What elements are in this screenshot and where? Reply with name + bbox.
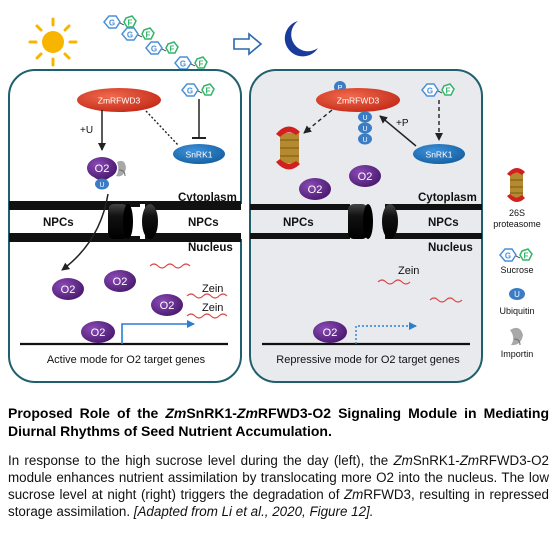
- mode-label: Active mode for O2 target genes: [47, 354, 206, 366]
- sucrose-icon: [499, 248, 533, 262]
- nuclear-membrane: [250, 204, 482, 239]
- ubiquitin-chain: U U U: [358, 111, 372, 145]
- degradation-arrow: [303, 109, 333, 134]
- weak-transcription-arrow: [355, 322, 417, 344]
- svg-text:ZmRFWD3: ZmRFWD3: [337, 96, 380, 106]
- legend-sucrose-label: Sucrose: [500, 265, 533, 275]
- svg-text:U: U: [362, 115, 367, 122]
- figure-caption-body: In response to the high sucrose level du…: [8, 453, 549, 519]
- sucrose-icon: [103, 15, 137, 29]
- svg-text:U: U: [362, 137, 367, 144]
- nuclear-pore: [108, 204, 133, 239]
- proteasome-icon: [276, 126, 300, 170]
- nucleus-label: Nucleus: [428, 242, 473, 254]
- o2-protein: O2: [81, 321, 115, 343]
- zein-label: Zein: [398, 265, 419, 277]
- svg-text:O2: O2: [323, 327, 338, 339]
- phosphorylation-label: +P: [396, 118, 409, 129]
- o2-protein: O2: [349, 165, 381, 187]
- figure-caption-title: Proposed Role of the ZmSnRK1-ZmRFWD3-O2 …: [8, 405, 549, 439]
- sun-icon: [28, 17, 78, 67]
- nuclear-pore: [382, 204, 398, 239]
- zmrfwd3-protein: ZmRFWD3: [316, 88, 400, 112]
- mrna-strand: [377, 279, 411, 285]
- snrk1-protein: SnRK1: [413, 144, 465, 164]
- legend-ubiquitin-label: Ubiquitin: [499, 306, 534, 316]
- svg-text:SnRK1: SnRK1: [426, 150, 453, 160]
- svg-text:P: P: [337, 83, 342, 92]
- nucleus-label: Nucleus: [188, 242, 233, 254]
- transition-arrow-icon: [233, 32, 263, 56]
- signaling-diagram: G F NPCs NPC: [8, 15, 541, 383]
- snrk1-protein: SnRK1: [173, 144, 225, 164]
- mrna-strand: [186, 293, 228, 299]
- svg-text:O2: O2: [91, 327, 106, 339]
- ubiquitination-label: +U: [80, 125, 93, 136]
- svg-text:O2: O2: [308, 184, 323, 196]
- o2-protein: O2: [299, 178, 331, 200]
- npcs-label-right: NPCs: [428, 217, 459, 229]
- npcs-label-right: NPCs: [188, 217, 219, 229]
- o2-protein: O2: [104, 270, 136, 292]
- proteasome-icon: [507, 167, 525, 203]
- cytoplasm-label: Cytoplasm: [178, 192, 237, 204]
- legend-importin-label: Importin: [501, 349, 534, 359]
- zmrfwd3-protein: ZmRFWD3: [77, 88, 161, 112]
- mrna-strand: [186, 313, 228, 319]
- phosphorylation-arrow: [379, 115, 417, 147]
- zein-label: Zein: [202, 283, 223, 295]
- importin-icon: [116, 160, 126, 177]
- mrna-strand: [429, 297, 463, 303]
- transcription-arrow: [121, 320, 195, 344]
- svg-text:U: U: [514, 290, 520, 299]
- zein-label: Zein: [202, 302, 223, 314]
- sucrose-icon: [121, 27, 155, 41]
- svg-text:SnRK1: SnRK1: [186, 150, 213, 160]
- svg-text:O2: O2: [113, 276, 128, 288]
- npcs-label-left: NPCs: [283, 217, 314, 229]
- svg-text:O2: O2: [95, 163, 110, 175]
- svg-text:O2: O2: [358, 171, 373, 183]
- svg-text:ZmRFWD3: ZmRFWD3: [98, 96, 141, 106]
- cytoplasm-label: Cytoplasm: [418, 192, 477, 204]
- svg-text:O2: O2: [61, 284, 76, 296]
- svg-text:U: U: [362, 126, 367, 133]
- nuclear-pore: [348, 204, 373, 239]
- o2-protein: O2: [52, 278, 84, 300]
- o2-protein: O2: [313, 321, 347, 343]
- sucrose-icon: [145, 41, 179, 55]
- ubiquitin-icon: U: [509, 288, 525, 300]
- npcs-label-left: NPCs: [43, 217, 74, 229]
- mrna-strand: [149, 263, 191, 269]
- ubiquitin-tag: U: [95, 178, 109, 190]
- importin-icon: [510, 327, 523, 346]
- mode-label: Repressive mode for O2 target genes: [276, 354, 460, 366]
- import-arrow: [61, 193, 109, 271]
- day-panel: NPCs NPCs Cytoplasm Nucleus ZmRFWD3 SnRK…: [8, 69, 250, 383]
- svg-text:U: U: [99, 182, 104, 189]
- svg-text:O2: O2: [160, 300, 175, 312]
- night-panel: NPCs NPCs Cytoplasm Nucleus P ZmRFWD3 U …: [249, 69, 483, 383]
- sucrose-chain: [103, 15, 208, 70]
- nuclear-membrane: [9, 201, 250, 242]
- moon-icon: [284, 21, 318, 57]
- o2-protein: O2: [151, 294, 183, 316]
- sucrose-icon: [174, 56, 208, 70]
- nuclear-pore: [142, 204, 241, 239]
- o2-protein: O2: [87, 157, 117, 181]
